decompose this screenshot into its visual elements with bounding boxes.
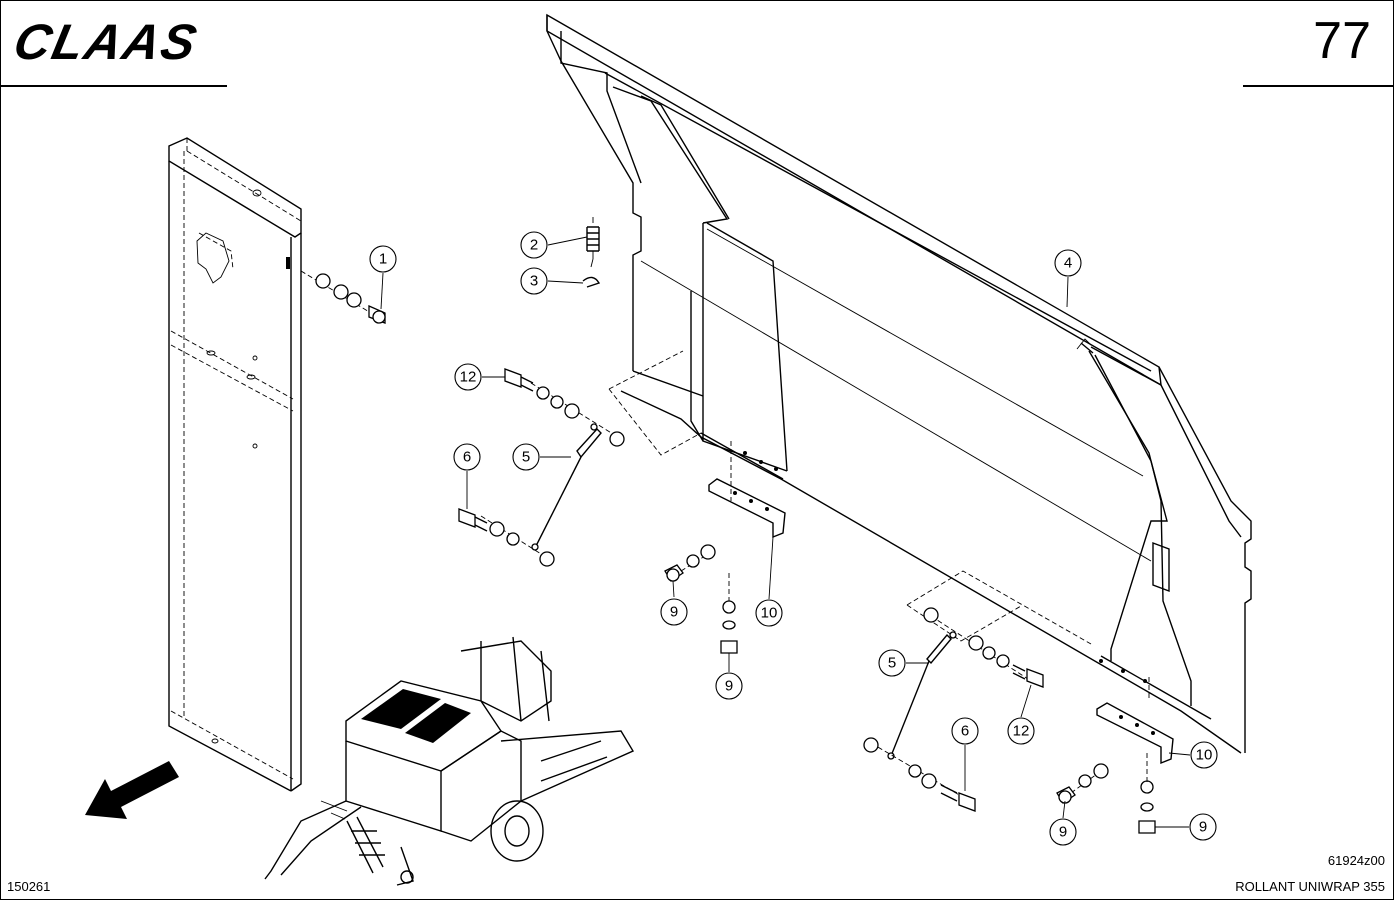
callout-5-lower[interactable]: 5 <box>878 649 906 677</box>
callout-6-lower[interactable]: 6 <box>951 717 979 745</box>
svg-text:9: 9 <box>1199 819 1207 836</box>
svg-text:1: 1 <box>379 251 387 268</box>
gas-strut-5-lower <box>887 631 957 760</box>
callout-12-lower[interactable]: 12 <box>1007 717 1035 745</box>
callout-1[interactable]: 1 <box>369 245 397 273</box>
page-number: 77 <box>1313 12 1371 70</box>
svg-text:2: 2 <box>530 237 538 254</box>
callout-9-upper-left[interactable]: 9 <box>660 598 688 626</box>
figure-number: 150261 <box>7 879 51 894</box>
model-name: ROLLANT UNIWRAP 355 <box>1235 879 1385 894</box>
baler-machine-thumbnail <box>264 636 635 886</box>
callout-4[interactable]: 4 <box>1054 249 1082 277</box>
callout-9-lower-right[interactable]: 9 <box>1189 813 1217 841</box>
svg-text:6: 6 <box>961 723 969 740</box>
fastener-stack-6-lower <box>863 737 976 812</box>
drawing-code: 61924z00 <box>1327 853 1385 868</box>
svg-text:9: 9 <box>670 604 678 621</box>
callout-3[interactable]: 3 <box>520 267 548 295</box>
fastener-stack-1 <box>300 270 386 324</box>
bracket-10-upper <box>708 478 786 539</box>
direction-arrow <box>85 761 179 819</box>
callout-10-upper[interactable]: 10 <box>755 599 783 627</box>
svg-text:10: 10 <box>761 605 778 622</box>
fastener-stack-9-lower <box>1056 753 1156 834</box>
header-rule-left <box>1 85 227 87</box>
svg-text:10: 10 <box>1196 747 1213 764</box>
frame-4 <box>546 13 1252 754</box>
callout-5-upper[interactable]: 5 <box>512 443 540 471</box>
svg-text:12: 12 <box>1013 723 1030 740</box>
fastener-stack-12-upper <box>504 368 625 447</box>
callout-6-upper[interactable]: 6 <box>453 443 481 471</box>
svg-text:5: 5 <box>522 449 530 466</box>
callout-9-lower-left[interactable]: 9 <box>1049 818 1077 846</box>
svg-text:5: 5 <box>888 655 896 672</box>
spring-2 <box>586 217 600 259</box>
fastener-stack-12-lower <box>923 607 1044 688</box>
gas-strut-5-upper <box>531 423 602 551</box>
fastener-stack-9-upper <box>664 544 738 654</box>
svg-text:6: 6 <box>463 449 471 466</box>
svg-text:9: 9 <box>1059 824 1067 841</box>
callout-10-lower[interactable]: 10 <box>1190 741 1218 769</box>
svg-text:3: 3 <box>530 273 538 290</box>
svg-text:9: 9 <box>725 678 733 695</box>
callout-2[interactable]: 2 <box>520 231 548 259</box>
clip-3 <box>582 258 601 288</box>
fastener-stack-6-upper <box>458 508 555 567</box>
side-panel <box>168 137 302 792</box>
svg-text:12: 12 <box>460 369 477 386</box>
bracket-10-lower <box>1096 702 1174 765</box>
callout-9-upper-bottom[interactable]: 9 <box>715 672 743 700</box>
callout-12-upper[interactable]: 12 <box>454 363 482 391</box>
svg-text:4: 4 <box>1064 255 1072 272</box>
leader-lines <box>380 236 1191 828</box>
header-rule-right <box>1243 85 1394 87</box>
